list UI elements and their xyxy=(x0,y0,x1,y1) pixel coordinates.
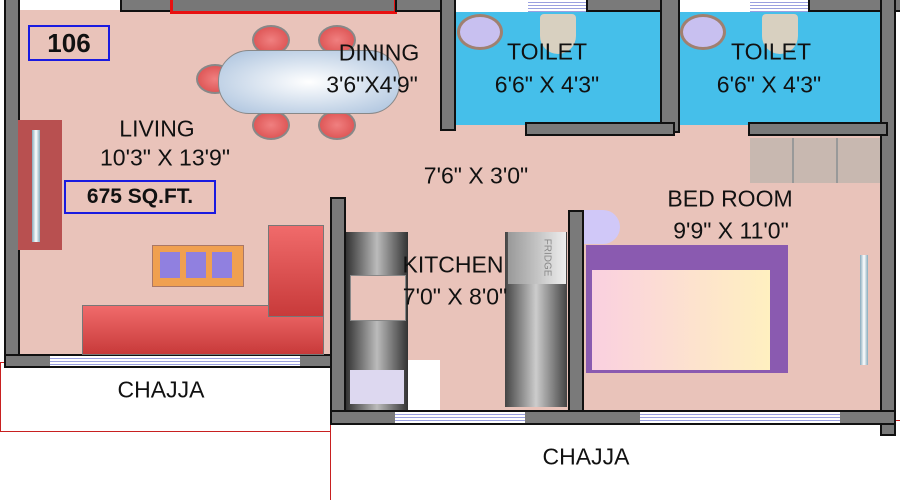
stove xyxy=(350,275,406,321)
wall-kitchen-right xyxy=(568,210,584,425)
wall-toilet-divider xyxy=(660,0,680,133)
bed-mattress xyxy=(592,270,770,370)
unit-number: 106 xyxy=(28,25,110,61)
wall-top-t2 xyxy=(808,0,900,12)
wardrobe xyxy=(750,138,880,183)
wall-toilet1-left xyxy=(440,0,456,131)
bedside-table xyxy=(584,210,620,244)
toilet-seat xyxy=(540,14,576,54)
living-door-glass xyxy=(32,130,40,242)
toilet-1-name: TOILET xyxy=(506,38,588,65)
wall-kitchen-left xyxy=(330,197,346,425)
sofa xyxy=(268,225,324,317)
living-window xyxy=(50,356,300,366)
dining-size: 3'6"X4'9" xyxy=(326,71,418,98)
washbasin xyxy=(457,14,503,50)
kitchen-name: KITCHEN xyxy=(402,251,504,278)
entrance-door[interactable] xyxy=(170,0,397,14)
dining-chair xyxy=(252,110,290,140)
bedroom-name: BED ROOM xyxy=(667,185,793,212)
bedroom-window xyxy=(640,412,840,423)
living-name: LIVING xyxy=(119,115,195,142)
chajja-bottom xyxy=(330,420,900,500)
coffee-table-top xyxy=(160,252,234,278)
toilet-2-size: 6'6" X 4'3" xyxy=(716,71,822,98)
dining-name: DINING xyxy=(338,39,420,66)
wall-toilet1-bottom xyxy=(525,122,675,136)
living-size: 10'3" X 13'9" xyxy=(100,144,230,171)
bedroom-door-glass xyxy=(860,255,868,365)
wall-toilet2-bottom xyxy=(748,122,888,136)
living-door-panel xyxy=(18,120,62,250)
kitchen-window xyxy=(395,412,525,423)
dining-chair xyxy=(318,110,356,140)
dining-table xyxy=(218,50,400,114)
chajja-left xyxy=(0,362,332,432)
toilet-1-size: 6'6" X 4'3" xyxy=(494,71,600,98)
toilet-2-window xyxy=(750,0,810,12)
wall-right xyxy=(880,0,896,436)
washbasin xyxy=(680,14,726,50)
fridge-top xyxy=(508,232,566,284)
passage-size: 7'6" X 3'0" xyxy=(423,162,529,189)
chajja-bottom-label: CHAJJA xyxy=(542,443,630,470)
area-label: 675 SQ.FT. xyxy=(64,180,216,214)
kitchen-size: 7'0" X 8'0" xyxy=(402,283,508,310)
toilet-seat xyxy=(762,14,798,54)
fridge-label: FRIDGE xyxy=(541,238,553,277)
chajja-left-label: CHAJJA xyxy=(117,376,205,403)
toilet-2-name: TOILET xyxy=(730,38,812,65)
bedroom-size: 9'9" X 11'0" xyxy=(673,217,789,244)
kitchen-sink xyxy=(350,370,404,404)
toilet-1-window xyxy=(528,0,588,12)
